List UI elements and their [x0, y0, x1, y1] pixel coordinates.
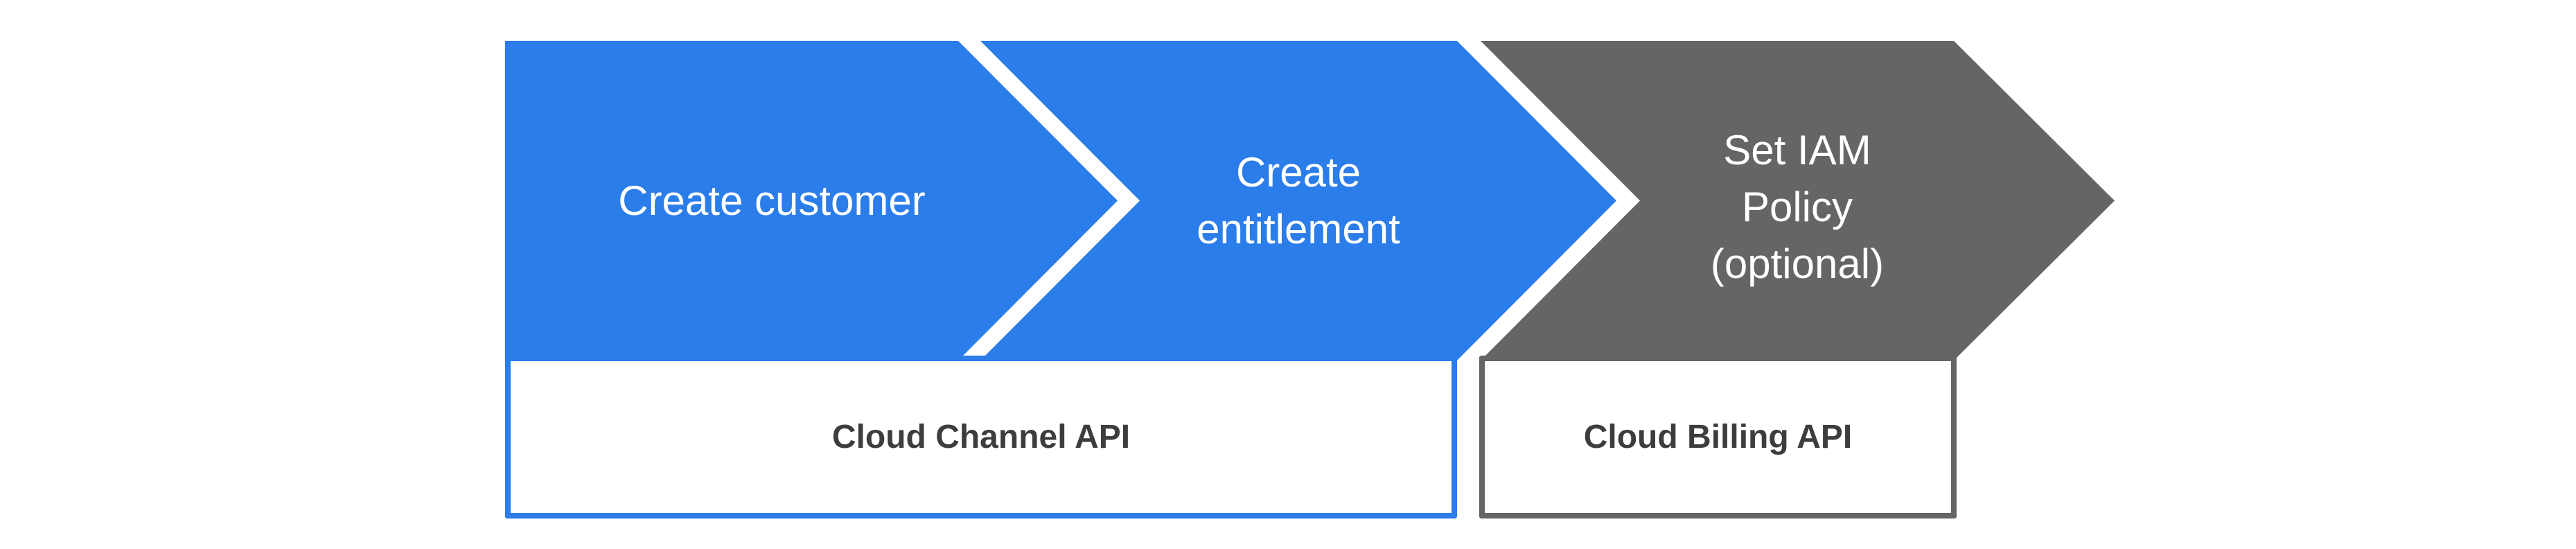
cloud-channel-api-box: [505, 356, 1457, 518]
cloud-billing-api-box: [1479, 356, 1957, 518]
chevron-set-iam-policy: [1481, 41, 2115, 360]
chevron-create-entitlement: [980, 41, 1616, 360]
chevron-create-customer: [505, 41, 1118, 360]
